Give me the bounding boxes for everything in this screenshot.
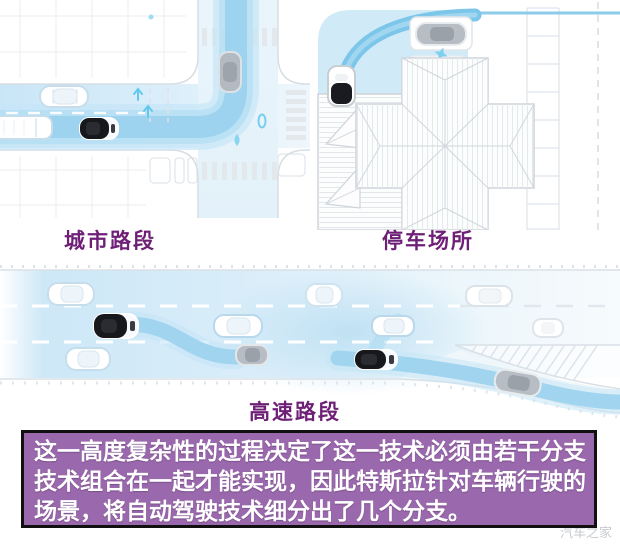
- white-car-icon: [305, 283, 343, 307]
- white-car-icon: [39, 85, 89, 108]
- direction-arrow-icon: [143, 104, 153, 118]
- label-city-road: 城市路段: [64, 230, 156, 253]
- label-highway-road: 高速路段: [249, 401, 341, 424]
- white-car-icon: [47, 282, 95, 306]
- gray-car-icon: [415, 22, 467, 46]
- watermark: 汽车之家: [560, 525, 613, 540]
- gray-car-icon: [218, 51, 242, 93]
- caption-line: 技术组合在一起才能实现，因此特斯拉针对车辆行驶的: [34, 468, 586, 494]
- caption-box: 这一高度复杂性的过程决定了这一技术必须由若干分支 技术组合在一起才能实现，因此特…: [21, 430, 597, 528]
- crosswalk-south: [202, 162, 277, 180]
- gray-car-icon: [493, 368, 542, 398]
- sparkle-icon: [434, 47, 448, 61]
- label-parking-place: 停车场所: [382, 230, 474, 253]
- city-road-diagram: [0, 0, 310, 223]
- white-car-icon: [65, 347, 111, 371]
- white-car-icon: [371, 315, 415, 337]
- signal-dot-icon: [148, 14, 154, 20]
- crosswalk-east: [286, 90, 306, 140]
- gray-car-icon: [235, 344, 269, 366]
- caption-line: 场景，将自动驾驶技术细分出了几个分支。: [34, 498, 471, 524]
- direction-arrow-icon: [133, 87, 143, 101]
- white-car-icon: [213, 314, 263, 338]
- lane-markings: [6, 88, 169, 122]
- parking-place-diagram: [310, 0, 620, 235]
- tesla-car-icon: [93, 313, 139, 339]
- tesla-car-icon: [79, 117, 119, 140]
- tesla-car-icon: [327, 65, 356, 107]
- pedestrian-icon: [257, 113, 267, 129]
- map-pin-icon: [234, 134, 240, 146]
- caption-line: 这一高度复杂性的过程决定了这一技术必须由若干分支: [34, 438, 586, 464]
- left-fade: [0, 270, 44, 378]
- highway-diagram: [0, 262, 620, 427]
- tesla-car-icon: [354, 349, 398, 370]
- city-grid: [0, 0, 186, 218]
- white-car-icon: [465, 285, 513, 307]
- white-car-icon: [532, 318, 564, 338]
- road-edges: [0, 0, 310, 218]
- house-roof: [355, 57, 535, 231]
- white-truck-icon: [0, 115, 53, 140]
